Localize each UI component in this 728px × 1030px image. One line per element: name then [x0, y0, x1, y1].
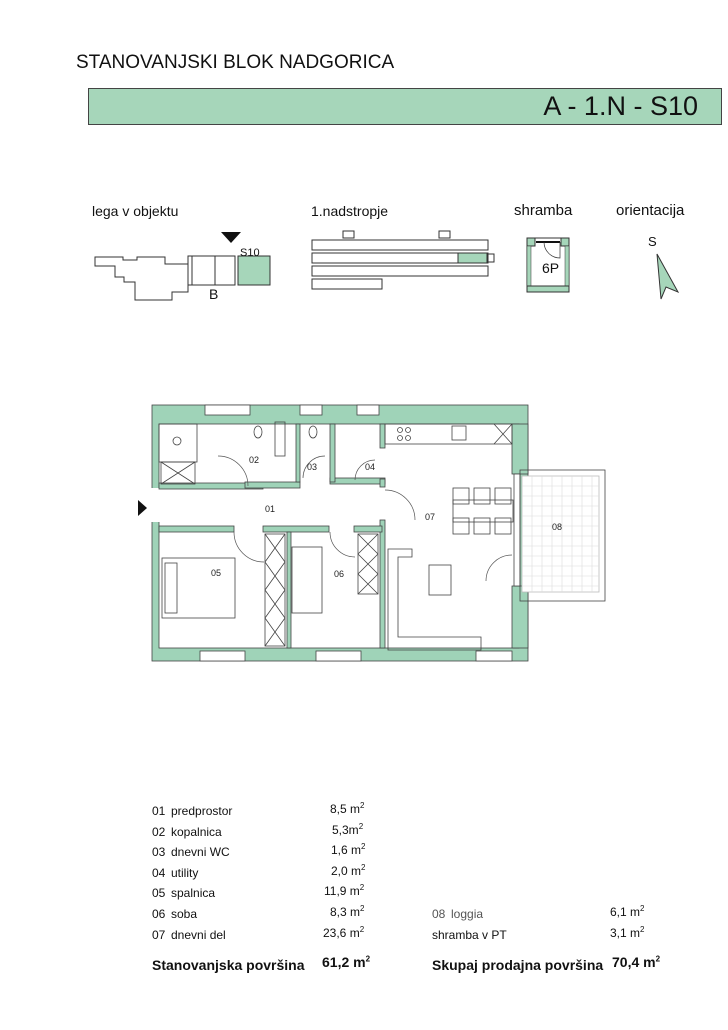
storage-label: shramba [514, 202, 573, 219]
storage-area-label: shramba v PT [432, 928, 507, 942]
unit-sup: 2 [359, 925, 365, 934]
unit-sup: 2 [359, 883, 365, 892]
room-area: 11,9 m [324, 884, 360, 898]
block-label: B [209, 286, 219, 302]
storage-area-value: 3,1 m [610, 926, 641, 940]
orientation-dir: S [648, 234, 657, 249]
room-area: 2,0 m [331, 864, 362, 878]
unit-sup: 2 [640, 925, 645, 934]
apartment-floor-plan: 02 03 04 01 07 08 05 06 [138, 404, 606, 662]
room-label-04: 04 [365, 462, 375, 472]
room-label-07: 07 [425, 512, 435, 522]
room-no: 05 [152, 886, 166, 900]
storage-key-plan [526, 237, 570, 293]
room-area: 8,5 m [330, 802, 361, 816]
unit-sup: 2 [365, 954, 371, 964]
storage-tag: 6P [542, 260, 560, 276]
room-no: 07 [152, 928, 166, 942]
entrance-arrow-icon [138, 500, 147, 516]
unit-tag: S10 [240, 247, 260, 259]
room-no: 03 [152, 845, 166, 859]
room-name: predprostor [171, 804, 233, 818]
room-name: dnevni WC [171, 845, 230, 859]
key-plans [94, 230, 680, 301]
project-title: STANOVANJSKI BLOK NADGORICA [76, 52, 395, 73]
room-area: 8,3 m [330, 905, 361, 919]
floor-key-plan [311, 230, 495, 290]
room-name: kopalnica [171, 825, 222, 839]
sale-area-value: 70,4 m [612, 954, 656, 970]
sale-area-label: Skupaj prodajna površina [432, 957, 604, 973]
room-no: 02 [152, 825, 166, 839]
unit-header-bar [88, 88, 722, 125]
room-area: 23,6 m [323, 926, 360, 940]
room-label-03: 03 [307, 462, 317, 472]
room-name: dnevni del [171, 928, 226, 942]
unit-sup: 2 [360, 904, 365, 913]
room-no: 06 [152, 907, 166, 921]
room-area: 6,1 m [610, 905, 641, 919]
unit-sup: 2 [655, 954, 661, 964]
living-area-label: Stanovanjska površina [152, 957, 305, 973]
unit-sup: 2 [640, 904, 645, 913]
unit-sup: 2 [360, 801, 365, 810]
unit-sup: 2 [361, 863, 366, 872]
room-label-06: 06 [334, 569, 344, 579]
location-label: lega v objektu [92, 203, 179, 219]
room-name: spalnica [171, 886, 216, 900]
living-area-value: 61,2 m [322, 954, 366, 970]
entrance-marker-icon [221, 232, 241, 243]
room-area: 5,3m [332, 823, 359, 837]
room-no: 08 [432, 907, 446, 921]
room-name: utility [171, 866, 199, 880]
unit-sup: 2 [358, 822, 364, 831]
room-label-05: 05 [211, 568, 221, 578]
floor-label: 1.nadstropje [311, 203, 389, 219]
unit-sup: 2 [361, 842, 366, 851]
orientation-label: orientacija [616, 202, 685, 219]
room-label-08: 08 [552, 522, 562, 532]
room-name: loggia [451, 907, 484, 921]
room-area: 1,6 m [331, 843, 362, 857]
north-arrow-icon [656, 253, 680, 300]
unit-code: A - 1.N - S10 [543, 91, 698, 121]
room-numbers: 02 03 04 01 07 08 05 06 [211, 455, 562, 579]
room-no: 01 [152, 804, 166, 818]
room-label-01: 01 [265, 504, 275, 514]
location-key-plan [94, 232, 271, 301]
room-name: soba [171, 907, 198, 921]
room-label-02: 02 [249, 455, 259, 465]
room-no: 04 [152, 866, 166, 880]
